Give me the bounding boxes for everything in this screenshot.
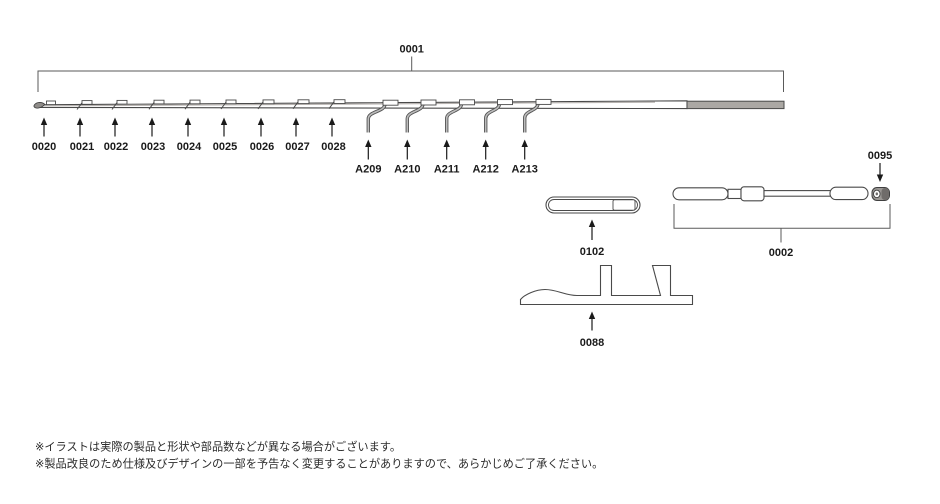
tip-guide-frame	[46, 100, 56, 106]
part-label: A210	[394, 164, 420, 176]
large-guide	[366, 99, 399, 133]
part-handle-0002: 0002	[672, 186, 891, 259]
assembly-bracket-0001: 0001	[37, 44, 784, 92]
part-label: 0026	[250, 141, 274, 153]
part-label: A209	[355, 164, 381, 176]
rod-shading-line	[41, 101, 656, 107]
footnotes: ※イラストは実際の製品と形状や部品数などが異なる場合がございます。 ※製品改良の…	[35, 440, 603, 471]
large-guide	[484, 99, 513, 133]
part-stand-0088: 0088	[519, 264, 694, 349]
part-label: 0088	[580, 337, 604, 349]
part-label: 0020	[32, 141, 56, 153]
large-guide	[405, 99, 437, 133]
handle-fore-grip	[672, 187, 729, 201]
small-guide	[111, 99, 128, 110]
handle-reel-seat	[740, 186, 765, 202]
part-label: 0022	[104, 141, 128, 153]
part-label: 0095	[868, 150, 892, 162]
callout: 0026	[250, 117, 274, 153]
part-label: 0023	[141, 141, 165, 153]
part-label: 0024	[177, 141, 202, 153]
part-grip-case-0102: 0102	[545, 196, 641, 258]
bracket-line	[37, 70, 784, 92]
grip-case-window	[612, 199, 636, 211]
large-guide	[445, 99, 475, 133]
callout: 0088	[580, 311, 604, 349]
large-guide	[523, 98, 552, 133]
handle-shaft	[763, 190, 832, 197]
part-label: 0021	[70, 141, 94, 153]
small-guide	[184, 99, 201, 110]
part-label: A213	[512, 164, 538, 176]
small-guide	[148, 99, 165, 110]
callout: 0025	[213, 117, 237, 153]
guide-callouts: A209 A210 A211 A212 A213	[355, 139, 538, 176]
callout: 0027	[285, 117, 310, 153]
rod-tip-top-guide	[33, 102, 45, 109]
small-guides	[76, 99, 346, 110]
end-cap-center	[875, 192, 878, 196]
small-guide	[292, 99, 310, 110]
grip-case-inner-line	[548, 199, 638, 211]
rod-grip-section	[686, 100, 785, 110]
part-label: 0002	[769, 247, 793, 259]
callout: A211	[434, 139, 460, 176]
part-label: 0025	[213, 141, 237, 153]
part-label: A212	[473, 164, 499, 176]
small-guide	[328, 99, 346, 109]
end-cap-dark-side	[881, 188, 889, 200]
callout: 0021	[70, 117, 94, 153]
rod-blank	[33, 100, 785, 110]
callout: A210	[394, 139, 420, 176]
handle-connector	[727, 188, 742, 200]
callout	[876, 163, 884, 182]
callout: A213	[512, 139, 538, 176]
part-label: 0027	[285, 141, 309, 153]
footnote-line-2: ※製品改良のため仕様及びデザインの一部を予告なく変更することがありますので、あら…	[35, 457, 603, 471]
small-guide	[76, 100, 93, 110]
part-label-assembly: 0001	[399, 44, 423, 56]
part-label: A211	[434, 164, 460, 176]
stand-outline	[519, 264, 694, 306]
footnote-line-1: ※イラストは実際の製品と形状や部品数などが異なる場合がございます。	[35, 440, 401, 454]
callout: A209	[355, 139, 381, 176]
handle-rear-grip	[829, 186, 869, 201]
callout: 0102	[580, 219, 604, 258]
callout: 0024	[177, 117, 202, 153]
callout: 0028	[321, 117, 346, 153]
callout: A212	[473, 139, 499, 176]
rod-section-callouts: 0020 0021 0022 0023 0024 0025 0026 0027	[32, 117, 346, 153]
callout: 0022	[104, 117, 128, 153]
small-guide	[220, 99, 237, 110]
part-end-cap-0095: 0095	[868, 150, 892, 201]
rod-body	[35, 100, 688, 110]
part-label: 0102	[580, 246, 604, 258]
part-label: 0028	[321, 141, 345, 153]
handle-bracket	[673, 204, 891, 229]
small-guide	[257, 99, 275, 110]
callout: 0023	[141, 117, 165, 153]
large-guides	[366, 98, 552, 133]
callout: 0020	[32, 117, 56, 153]
